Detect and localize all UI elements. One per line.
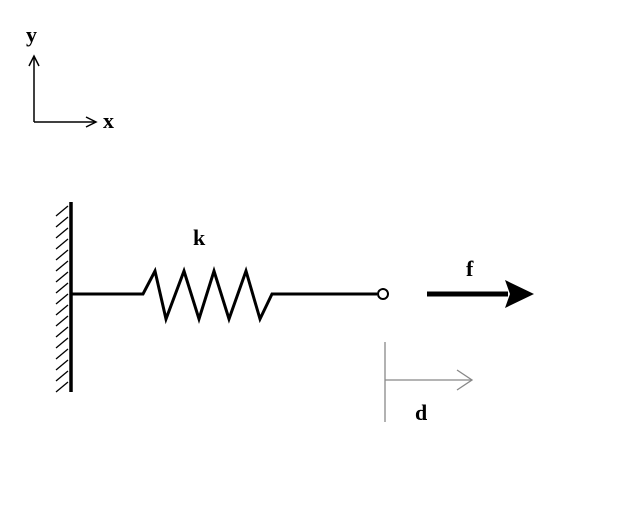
- hatch-line: [55, 260, 69, 272]
- fixed-wall: [55, 202, 73, 393]
- hatch-line: [55, 271, 69, 283]
- hatch-line: [55, 326, 69, 338]
- spring: [71, 265, 377, 325]
- hatch-line: [55, 348, 69, 360]
- force-arrowhead-icon: [505, 280, 534, 308]
- displacement-arrow: [384, 342, 474, 422]
- hatch-line: [55, 216, 69, 228]
- spring-constant-label: k: [193, 225, 206, 250]
- hatch-line: [55, 370, 69, 382]
- coordinate-axes: y x: [26, 22, 114, 133]
- hatch-line: [55, 315, 69, 327]
- x-axis-label: x: [103, 108, 114, 133]
- hatch-line: [55, 205, 69, 217]
- displacement-arrowhead-icon: [456, 369, 474, 391]
- displacement-label: d: [415, 400, 427, 425]
- x-axis-arrowhead-icon: [85, 116, 98, 128]
- y-axis-label: y: [26, 22, 37, 47]
- force-label: f: [466, 256, 474, 281]
- force-arrow: [427, 280, 534, 308]
- hatch-line: [55, 249, 69, 261]
- hatch-line: [55, 381, 69, 393]
- hatch-line: [55, 227, 69, 239]
- y-axis-arrowhead-icon: [28, 54, 40, 67]
- hatch-line: [55, 337, 69, 349]
- hatch-line: [55, 293, 69, 305]
- hatch-line: [55, 282, 69, 294]
- wall-hatching: [55, 205, 69, 393]
- hatch-line: [55, 304, 69, 316]
- hatch-line: [55, 359, 69, 371]
- hatch-line: [55, 238, 69, 250]
- node-point: [377, 288, 389, 300]
